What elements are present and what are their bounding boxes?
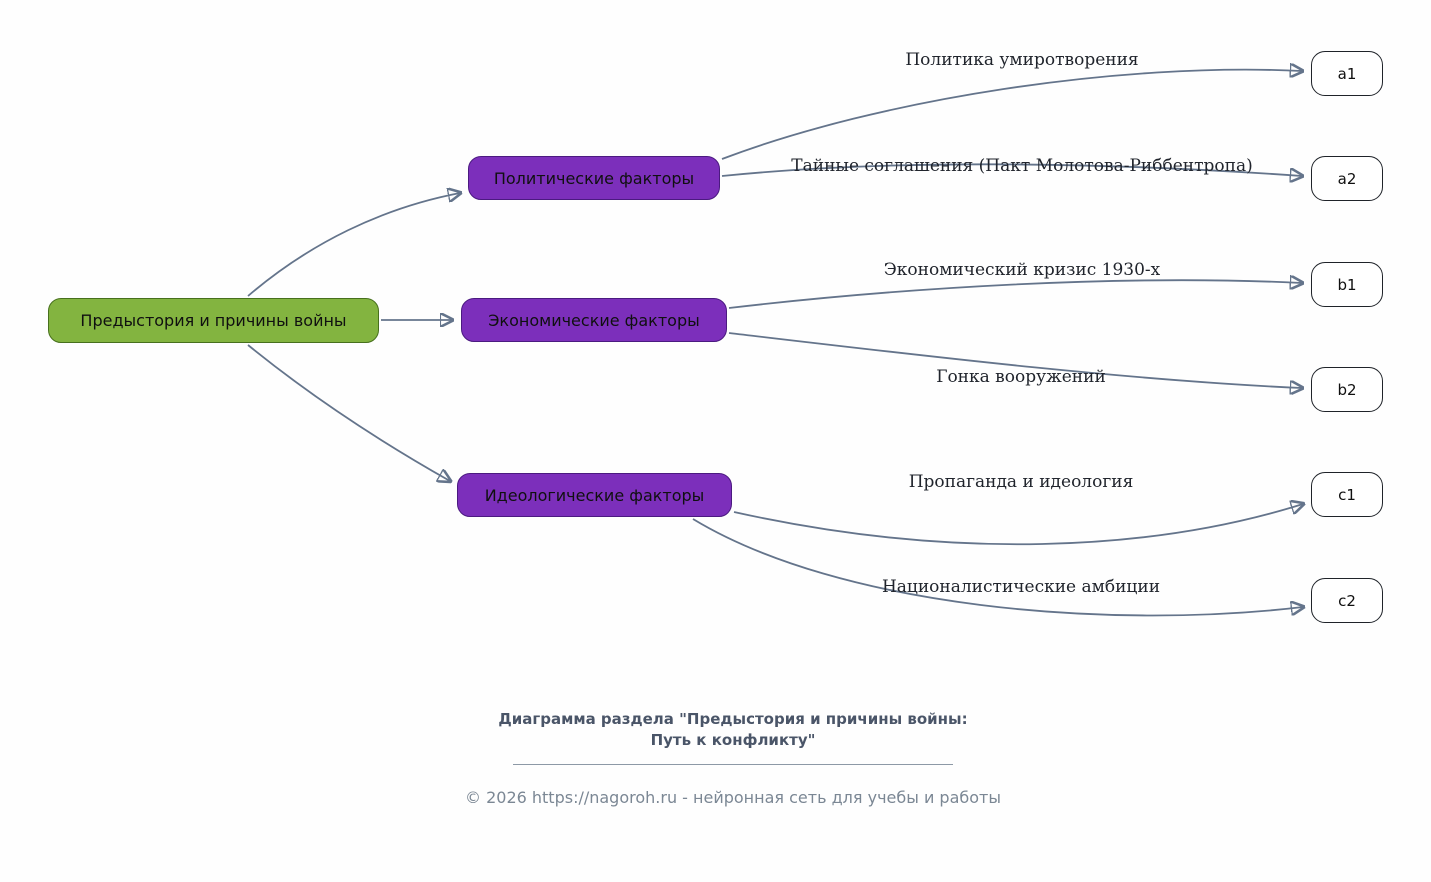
edge-label-b1: Экономический кризис 1930-х: [883, 260, 1161, 280]
branch-node-ideological: Идеологические факторы: [457, 473, 732, 517]
edge-ideological-c1: [733, 504, 1303, 546]
edge-label-b2: Гонка вооружений: [936, 367, 1106, 387]
leaf-node-b1: b1: [1311, 262, 1383, 307]
edge-label-c2: Националистические амбиции: [881, 577, 1161, 597]
edge-political-a1: [721, 70, 1302, 160]
edge-label-a1: Политика умиротворения: [905, 50, 1139, 70]
edge-economic-b1: [728, 280, 1302, 309]
branch-node-economic: Экономические факторы: [461, 298, 727, 342]
leaf-node-a1: a1: [1311, 51, 1383, 96]
leaf-node-b2: b2: [1311, 367, 1383, 412]
leaf-node-a2: a2: [1311, 156, 1383, 201]
leaf-node-c2: c2: [1311, 578, 1383, 623]
edge-root-ideological: [247, 344, 450, 481]
copyright-text: © 2026 https://nagoroh.ru - нейронная се…: [464, 788, 1002, 807]
edge-label-a2: Тайные соглашения (Пакт Молотова-Риббент…: [791, 156, 1253, 176]
leaf-node-c1: c1: [1311, 472, 1383, 517]
edge-root-political: [247, 193, 460, 297]
edge-ideological-c2: [692, 518, 1303, 617]
footer-divider: [513, 764, 953, 765]
edge-label-c1: Пропаганда и идеология: [908, 472, 1134, 492]
diagram-title: Диаграмма раздела "Предыстория и причины…: [498, 710, 968, 749]
branch-node-political: Политические факторы: [468, 156, 720, 200]
root-node: Предыстория и причины войны: [48, 298, 379, 343]
